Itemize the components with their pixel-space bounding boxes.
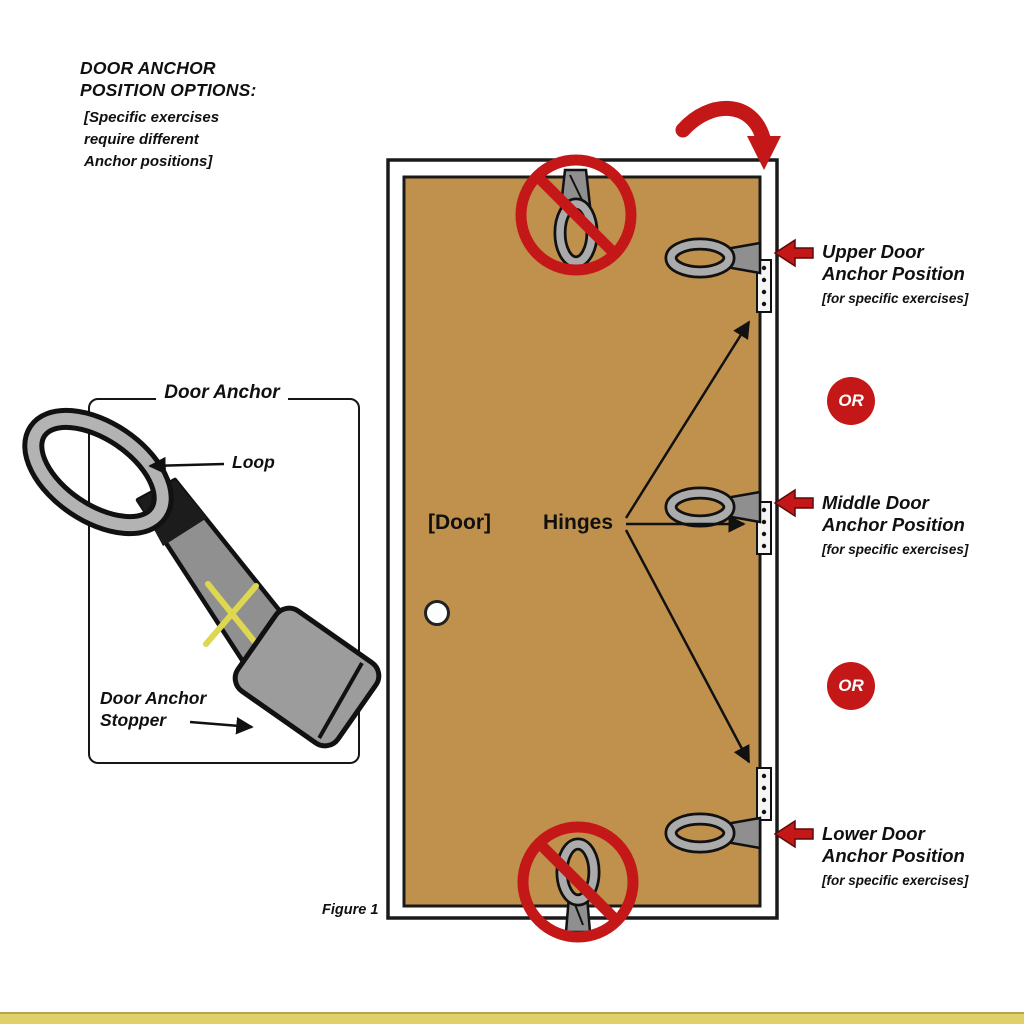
lower-anchor-icon	[664, 812, 762, 854]
stopper-label-line1: Door Anchor	[100, 688, 207, 708]
stopper-label-line2: Stopper	[100, 710, 167, 730]
doorknob-icon	[424, 600, 450, 626]
detail-box-title-text: Door Anchor	[156, 382, 288, 403]
hinges-label: Hinges	[543, 511, 614, 534]
middle-position-arrow-icon	[773, 488, 814, 518]
header-subtitle-line1: [Specific exercises	[84, 109, 220, 126]
middle-anchor-icon	[664, 486, 762, 528]
hinges-pointer-arrows	[624, 320, 751, 764]
header-title-line1: DOOR ANCHOR	[80, 58, 216, 78]
middle-position-line2: Anchor Position	[822, 514, 965, 535]
hinge-arrow-upper	[624, 320, 751, 519]
loop-label: Loop	[232, 452, 275, 472]
figure-caption: Figure 1	[322, 902, 379, 918]
or-badge-2: OR	[827, 662, 875, 710]
loop-label-arrow	[148, 456, 225, 475]
anchor-loop	[22, 407, 174, 537]
upper-position-line2: Anchor Position	[822, 263, 965, 284]
bottom-strip	[0, 1012, 1024, 1024]
upper-position-line1: Upper Door	[822, 241, 924, 262]
middle-position-line1: Middle Door	[822, 492, 929, 513]
upper-anchor-icon	[664, 237, 762, 279]
or-badge-1: OR	[827, 377, 875, 425]
anchor-stopper	[232, 605, 382, 749]
header-title-line2: POSITION OPTIONS:	[80, 80, 257, 100]
middle-position-note: [for specific exercises]	[822, 542, 969, 557]
lower-position-arrow-icon	[773, 819, 814, 849]
lower-position-line1: Lower Door	[822, 823, 925, 844]
detail-box-title: Door Anchor	[88, 382, 356, 404]
header-subtitle-line3: Anchor positions]	[84, 153, 213, 170]
upper-position-note: [for specific exercises]	[822, 291, 969, 306]
lower-position-line2: Anchor Position	[822, 845, 965, 866]
yellow-x-stitch	[203, 581, 261, 649]
stopper-label-arrow	[189, 717, 254, 735]
curved-arrow-icon	[675, 101, 781, 170]
door-label: [Door]	[428, 511, 491, 534]
bottom-prohibition-icon	[517, 821, 639, 943]
hinge-arrow-lower	[624, 529, 751, 764]
door-anchor-illustration	[22, 407, 382, 749]
header-subtitle-line2: require different	[84, 131, 199, 148]
upper-position-arrow-icon	[773, 238, 814, 268]
lower-position-note: [for specific exercises]	[822, 873, 969, 888]
top-prohibition-icon	[515, 154, 637, 276]
lower-hinge-icon	[756, 767, 772, 821]
door-panel	[402, 175, 762, 908]
